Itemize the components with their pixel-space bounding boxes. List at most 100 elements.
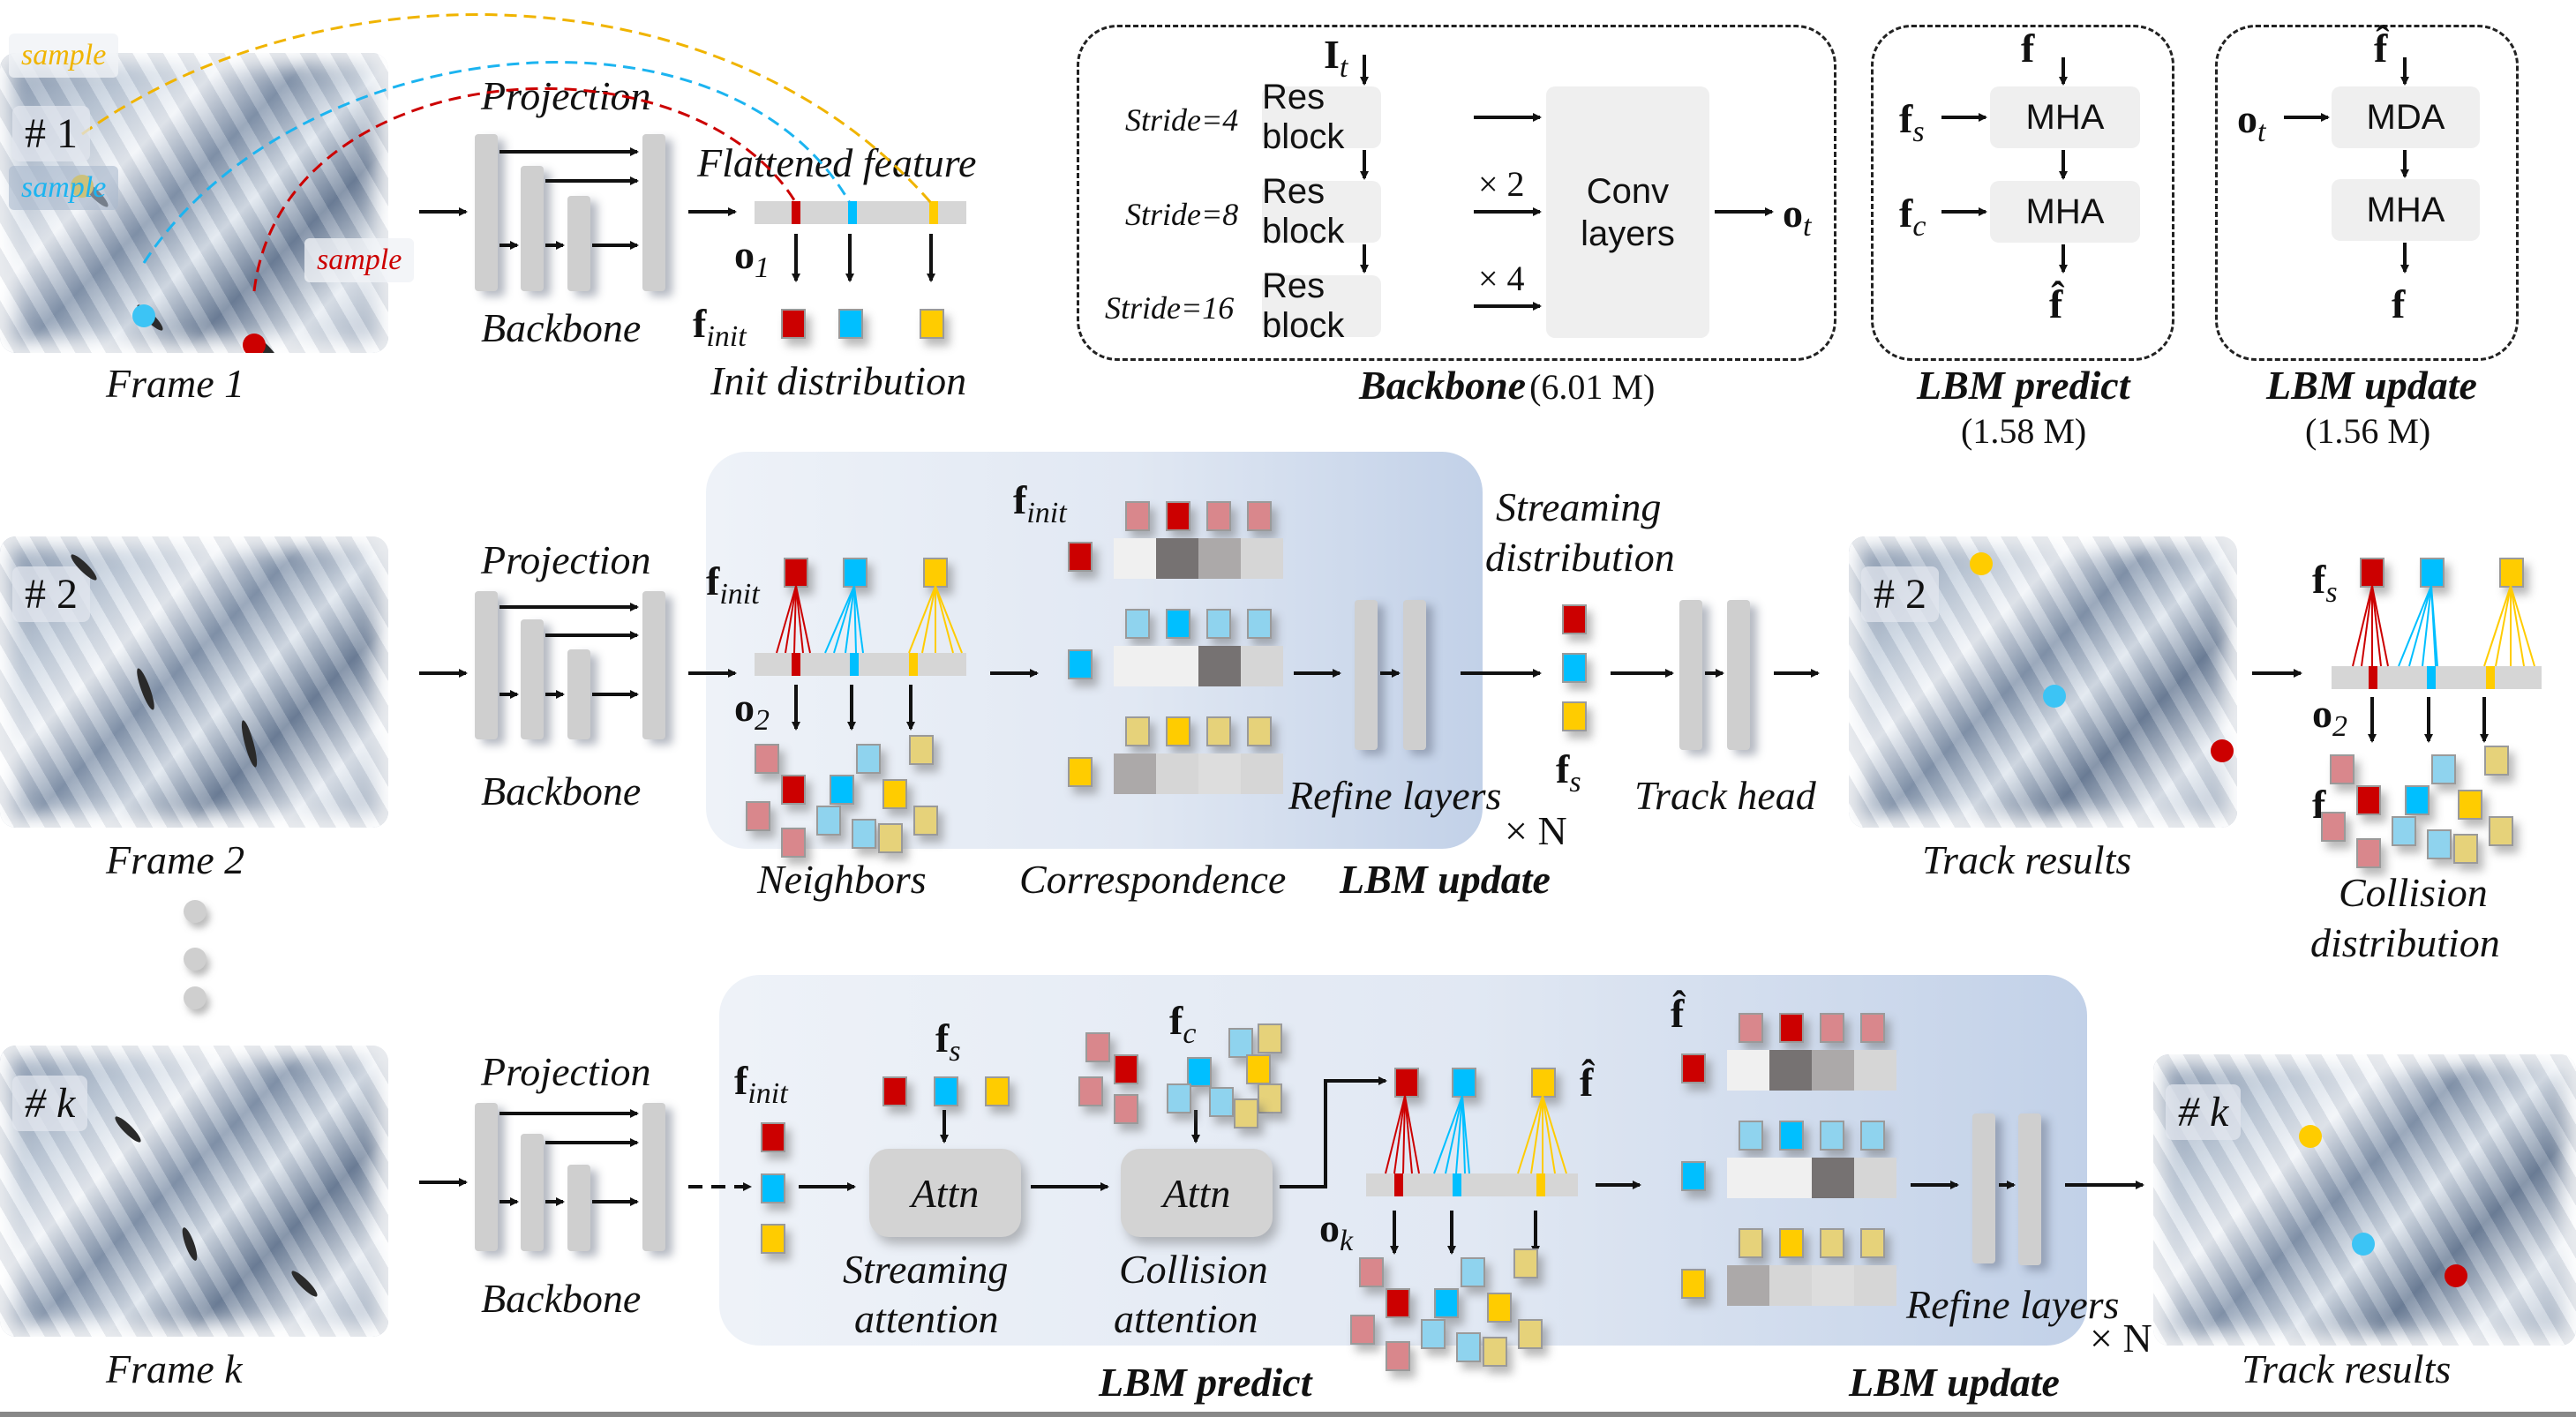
attention-line	[1402, 1095, 1406, 1174]
feature-mark-red	[792, 201, 800, 224]
correspondence-query-token	[1681, 1269, 1706, 1299]
pred-token-red	[1394, 1068, 1419, 1098]
correspondence-key-token	[1125, 501, 1150, 531]
init-token-yellow	[761, 1224, 785, 1254]
collision-attention-label-2: attention	[1114, 1296, 1258, 1341]
frame-tag: # 1	[12, 106, 90, 161]
neighbor-token	[852, 819, 876, 849]
correspondence-cell	[1854, 1158, 1896, 1198]
correspondence-query-token	[1068, 542, 1093, 572]
streaming-distribution-label-2: distribution	[1485, 535, 1675, 580]
attention-line	[2361, 585, 2373, 667]
attention-line	[1404, 1095, 1413, 1174]
correspondence-cell	[1241, 538, 1283, 579]
attention-line	[785, 585, 797, 654]
backbone-bar	[567, 649, 590, 739]
frame-k-image: # k	[0, 1046, 388, 1337]
frame-2-image: # 2	[0, 536, 388, 828]
correspondence-key-token	[1166, 609, 1190, 639]
correspondence-key-token	[1739, 1013, 1763, 1043]
stream-token-blue	[934, 1076, 958, 1106]
correspondence-cell	[1812, 1158, 1854, 1198]
attention-line	[908, 585, 936, 654]
collision-fs-label: fs	[2312, 556, 2338, 610]
streaming-distribution-label-1: Streaming	[1496, 484, 1662, 529]
refine-layer-bar	[1403, 600, 1426, 750]
projection-label: Projection	[481, 1049, 651, 1094]
track-results-label: Track results	[1922, 837, 2132, 882]
neighbor-token	[1386, 1288, 1410, 1318]
sample-point-red	[243, 334, 266, 353]
attention-line	[2408, 585, 2432, 667]
correspondence-cell	[1769, 1050, 1812, 1091]
stream-token-red	[1562, 604, 1587, 634]
correspondence-key-token	[1247, 716, 1272, 746]
correspondence-cell	[1156, 753, 1198, 794]
fc-symbol: f	[1899, 191, 1913, 236]
attention-line	[833, 585, 855, 654]
correspondence-key-token	[1779, 1228, 1804, 1258]
f-init-label: finit	[734, 1057, 788, 1111]
backbone-bar	[475, 591, 498, 739]
collision-feature-token	[1187, 1057, 1212, 1087]
output-symbol: o	[1783, 191, 1803, 236]
correspondence-key-token	[1206, 716, 1231, 746]
attention-line	[2510, 585, 2525, 667]
f-symbol: f	[1556, 746, 1570, 791]
res-block-label: Res block	[1262, 266, 1345, 345]
attention-fan-lines	[776, 585, 2535, 1174]
track-results-label: Track results	[2242, 1346, 2452, 1391]
attention-line	[1404, 1095, 1420, 1174]
init-token-yellow	[923, 558, 948, 588]
neighbor-token	[1434, 1288, 1459, 1318]
feature-mark-blue	[850, 653, 859, 676]
sample-curve-yellow	[81, 13, 933, 204]
correspondence-key-token	[1739, 1121, 1763, 1151]
init-distribution-label: Init distribution	[710, 358, 967, 403]
backbone-bar	[521, 1134, 544, 1251]
collision-feature-token	[1114, 1054, 1138, 1084]
correspondence-key-token	[1779, 1013, 1804, 1043]
f-symbol: f	[935, 1016, 950, 1061]
track-point-blue	[2043, 685, 2066, 708]
feature-mark-red	[1394, 1173, 1403, 1196]
correspondence-key-token	[1820, 1013, 1844, 1043]
correspondence-cell	[1241, 753, 1283, 794]
neighbor-token	[755, 744, 779, 774]
backbone-bar	[567, 1165, 590, 1251]
correspondence-cell	[1198, 646, 1241, 686]
neighbor-token	[1386, 1341, 1410, 1371]
feature-mark-blue	[848, 201, 857, 224]
sample-point-blue	[132, 304, 155, 327]
correspondence-key-token	[1247, 501, 1272, 531]
stream-token-yellow	[1562, 701, 1587, 731]
attention-line	[795, 585, 804, 654]
neighbor-token	[830, 775, 854, 805]
track-point-red	[2445, 1264, 2467, 1287]
o1-label: o1	[734, 231, 770, 285]
collision-feature-token	[1234, 1098, 1258, 1128]
bottom-border	[0, 1412, 2576, 1417]
collision-feature-token	[1167, 1083, 1191, 1113]
neighbor-token	[1518, 1319, 1543, 1349]
f-subscript: c	[1183, 1017, 1197, 1051]
res-block-label: Res block	[1262, 78, 1345, 156]
feature-mark-blue	[2427, 666, 2436, 689]
backbone-label: Backbone	[481, 768, 642, 813]
correspondence-cell	[1769, 1265, 1812, 1306]
stride-label: Stride=8	[1125, 197, 1239, 232]
mha-block: MHA	[1990, 181, 2140, 243]
backbone-bar	[475, 134, 498, 291]
backbone-params: (6.01 M)	[1529, 367, 1656, 407]
correspondence-key-token	[1860, 1228, 1885, 1258]
init-token-red	[761, 1122, 785, 1152]
attention-line	[2510, 585, 2535, 667]
attention-line	[2430, 585, 2438, 667]
attention-line	[1530, 1095, 1543, 1174]
collision-token	[2321, 812, 2346, 842]
refine-layer-bar	[2018, 1113, 2041, 1265]
feature-mark-yellow	[1536, 1173, 1545, 1196]
collision-token	[2431, 754, 2456, 784]
feature-mark-red	[2369, 666, 2377, 689]
collision-token	[2392, 816, 2416, 846]
